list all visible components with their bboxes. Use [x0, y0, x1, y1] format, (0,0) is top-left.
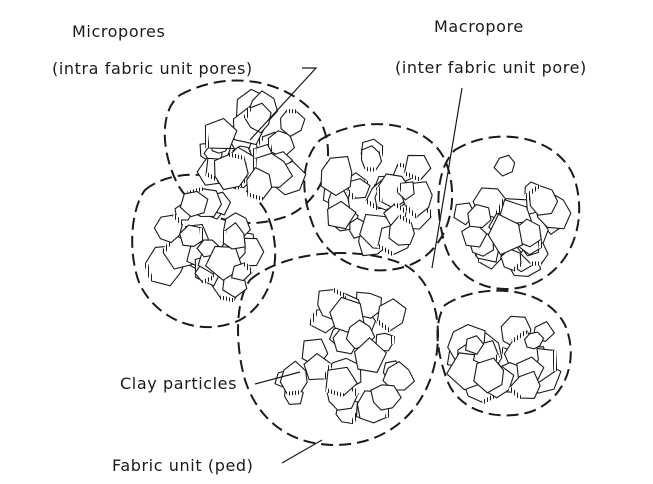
- micropores-detail-label: (intra fabric unit pores): [52, 61, 253, 77]
- clay-particle-edge: [287, 111, 297, 112]
- clay-particle-edge: [287, 392, 301, 394]
- clay-particle: [180, 225, 203, 246]
- clay-particle-edge: [392, 336, 393, 344]
- clay-particle: [494, 155, 515, 176]
- clay-particle: [280, 361, 307, 394]
- micropores-label: Micropores: [72, 24, 165, 40]
- clay-particles-label: Clay particles: [120, 376, 237, 392]
- macropore-label: Macropore: [434, 19, 524, 35]
- clay-particle-edge: [205, 126, 207, 149]
- clay-particle-edge: [380, 146, 383, 157]
- clay-particle-edge: [223, 231, 225, 243]
- leader-fabric-unit: [282, 440, 322, 463]
- fabric-unit-label: Fabric unit (ped): [112, 458, 254, 474]
- clay-particle-edge: [365, 169, 376, 170]
- clay-particle-edge: [201, 228, 202, 241]
- leader-macropore: [432, 88, 462, 268]
- clay-particle-edge: [554, 350, 555, 371]
- macropore-detail-label: (inter fabric unit pore): [395, 60, 587, 76]
